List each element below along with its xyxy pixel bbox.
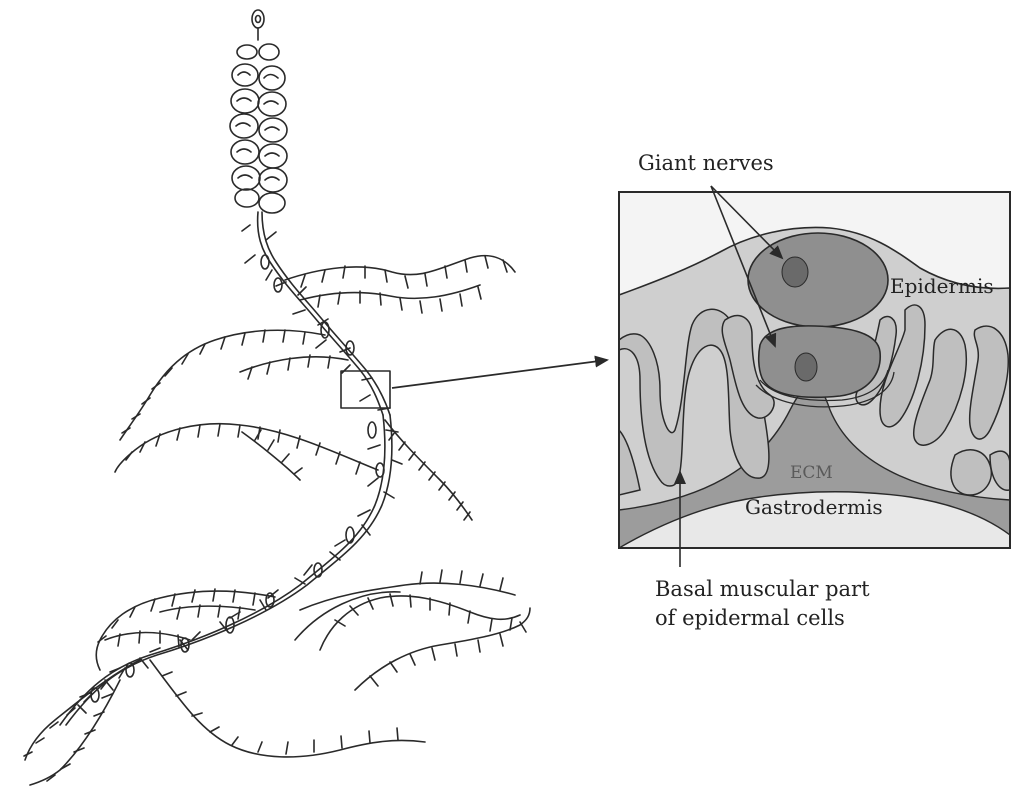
basal-muscular-label-line2: of epidermal cells <box>655 605 845 631</box>
pneumatophore-float <box>252 10 264 40</box>
giant-nerve-upper <box>748 233 888 327</box>
tail-bundle <box>385 420 472 520</box>
organism <box>24 10 530 785</box>
ecm-label: ECM <box>790 463 833 483</box>
giant-nerves-label: Giant nerves <box>638 150 774 176</box>
tentacles <box>24 256 530 785</box>
nectophore-column <box>230 44 287 213</box>
nerve-nucleus-upper <box>782 257 808 287</box>
gastrodermis-label: Gastrodermis <box>745 495 883 519</box>
zoom-pointer-arrow <box>392 360 607 388</box>
basal-muscular-label-line1: Basal muscular part <box>655 576 870 602</box>
stem-appendages <box>78 225 402 713</box>
nerve-nucleus-lower <box>795 353 817 381</box>
giant-nerve-lower <box>759 326 881 397</box>
stem-upper <box>258 212 383 415</box>
epidermis-label: Epidermis <box>890 274 994 298</box>
